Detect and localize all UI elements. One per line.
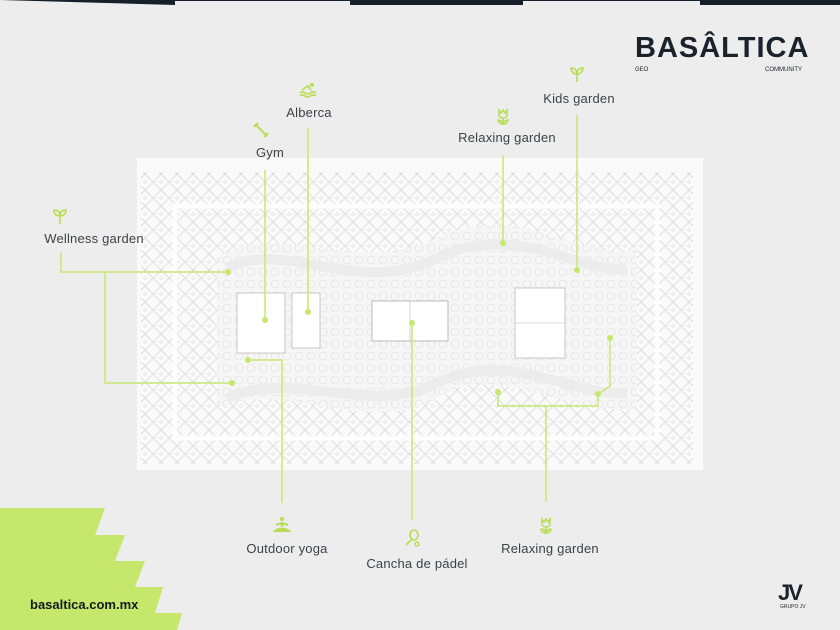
meditation-icon xyxy=(273,517,291,532)
tulip-icon xyxy=(540,517,552,534)
label-outdoor-yoga: Outdoor yoga xyxy=(246,541,328,556)
label-kids-garden: Kids garden xyxy=(543,91,615,106)
label-wellness-garden: Wellness garden xyxy=(44,231,144,246)
developer-name: GRUPO JV xyxy=(780,604,806,610)
tulip-icon xyxy=(497,108,509,125)
dumbbell-icon xyxy=(253,122,269,138)
racket-icon xyxy=(405,529,420,547)
sprout-icon xyxy=(53,209,67,224)
website-link[interactable]: basaltica.com.mx xyxy=(30,597,139,612)
brand-sub-right: COMMUNITY xyxy=(765,67,802,73)
label-gym: Gym xyxy=(255,145,285,160)
label-relaxing-garden-top: Relaxing garden xyxy=(458,130,556,145)
label-relaxing-garden-bottom: Relaxing garden xyxy=(501,541,599,556)
swimmer-icon xyxy=(299,83,317,98)
site-plan xyxy=(137,158,703,470)
developer-logo: JV xyxy=(778,580,803,605)
sprout-icon xyxy=(570,67,584,82)
brand-sub-left: GEO xyxy=(635,67,649,73)
accent-shape xyxy=(0,508,182,630)
label-alberca: Alberca xyxy=(286,105,332,120)
label-cancha-padel: Cancha de pádel xyxy=(366,556,468,571)
top-band xyxy=(0,0,840,5)
brand-logo: BASÂLTICA xyxy=(635,32,810,64)
